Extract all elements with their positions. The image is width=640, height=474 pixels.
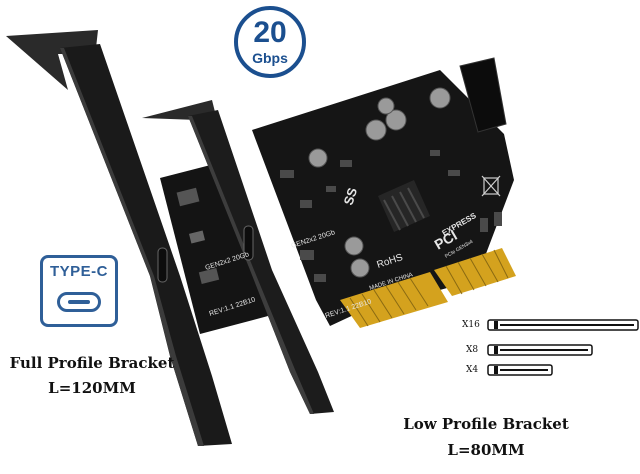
gold-edge-connector <box>340 248 516 328</box>
low-profile-length: L=80MM <box>447 441 525 459</box>
full-profile-bracket <box>6 30 232 446</box>
pcie-card <box>252 57 516 328</box>
full-profile-card <box>160 160 268 334</box>
slot-x16 <box>487 319 639 331</box>
slot-x8 <box>487 344 593 356</box>
typec-port-icon <box>57 292 101 312</box>
slot-label-x16: X16 <box>462 320 480 330</box>
pcie-slot-illustrations <box>487 319 639 376</box>
usb-c-port-full <box>157 247 168 283</box>
low-profile-title: Low Profile Bracket <box>403 415 569 433</box>
capacitors <box>308 87 451 278</box>
usb-c-port-low <box>243 225 254 261</box>
speed-unit: Gbps <box>252 50 288 66</box>
weee-bin-icon <box>481 175 501 197</box>
speed-badge: 20 Gbps <box>234 6 306 78</box>
heatsink <box>378 180 430 232</box>
typec-label: TYPE-C <box>49 263 108 280</box>
slot-x4 <box>487 364 553 376</box>
typec-badge: TYPE-C <box>40 255 118 327</box>
slot-label-x4: X4 <box>466 365 479 375</box>
low-profile-bracket <box>142 100 334 414</box>
sata-power-connector <box>459 57 507 133</box>
speed-value: 20 <box>253 16 287 49</box>
slot-label-x8: X8 <box>466 345 479 355</box>
full-profile-title: Full Profile Bracket <box>9 354 175 372</box>
pcb-ss-logo: SS <box>341 185 361 206</box>
full-profile-length: L=120MM <box>48 379 136 397</box>
